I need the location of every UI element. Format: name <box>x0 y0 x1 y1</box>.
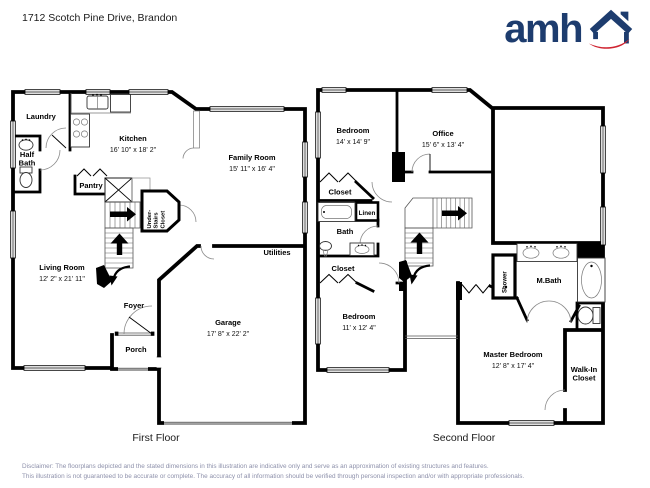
ff-doors <box>39 127 215 260</box>
shower-label: Shower <box>503 271 509 293</box>
utilities-label: Utilities <box>263 248 290 257</box>
office-dims: 15' 6" x 13' 4" <box>422 142 465 149</box>
family-room-slider <box>182 110 200 159</box>
mbath-label: M.Bath <box>537 276 562 285</box>
garage-door <box>164 420 292 426</box>
amh-logo-text: amh <box>504 7 583 51</box>
under-stairs-closet: Under-StairsCloset <box>140 189 181 233</box>
living-room-dims: 12' 2" x 21' 11" <box>39 276 85 283</box>
hall-ledge <box>405 335 458 339</box>
closet1-label: Closet <box>329 188 352 197</box>
sf-doors <box>359 153 572 411</box>
garage-side-door <box>156 356 162 369</box>
second-floor-caption: Second Floor <box>433 432 496 444</box>
family-room-label: Family Room <box>228 153 275 162</box>
wall-block <box>392 152 405 182</box>
sf-interior-walls <box>316 88 605 332</box>
bedroom2-dims: 11' x 12' 4" <box>342 325 376 332</box>
sf-stairs <box>399 197 473 285</box>
under-stairs-closet-label: Under-StairsCloset <box>147 210 166 229</box>
kitchen-label: Kitchen <box>119 134 147 143</box>
stair-wall <box>96 265 112 288</box>
bedroom1-dims: 14' x 14' 9" <box>336 139 370 146</box>
bath-fixtures <box>317 202 375 257</box>
property-address: 1712 Scotch Pine Drive, Brandon <box>22 12 178 24</box>
front-door <box>114 305 155 336</box>
toilet-tank <box>592 307 601 324</box>
wall-block <box>456 282 462 300</box>
amh-house-icon <box>588 9 633 49</box>
refrigerator <box>110 94 131 113</box>
stair-arrow-right <box>110 211 127 217</box>
ff-outer-walls <box>11 90 307 425</box>
porch-opening <box>118 366 148 372</box>
toilet-bowl <box>19 172 33 188</box>
kitchen-dims: 16' 10" x 18' 2" <box>110 147 157 154</box>
office-label: Office <box>432 129 453 138</box>
disclaimer-line1: Disclaimer: The floorplans depicted and … <box>22 463 489 471</box>
ff-interior-walls <box>11 90 107 196</box>
stair-wall <box>399 260 412 282</box>
amh-logo: amh <box>504 6 638 52</box>
pantry-label: Pantry <box>79 181 103 190</box>
vanity-sink <box>349 242 375 256</box>
master-dims: 12' 8" x 17' 4" <box>492 363 535 370</box>
garage-label: Garage <box>215 318 241 327</box>
garage-dims: 17' 8" x 22' 2" <box>207 331 250 338</box>
master-label: Master Bedroom <box>483 350 543 359</box>
range <box>70 113 90 148</box>
disclaimer-line2: This illustration is not guaranteed to b… <box>22 473 525 481</box>
closet2-label: Closet <box>332 264 355 273</box>
second-floor-plan: Shower Bedroom 14' x 14' 9" Office 15' 6… <box>315 87 606 444</box>
wall-block <box>399 283 406 291</box>
shower-stall: Shower <box>491 253 517 300</box>
bathtub <box>317 202 356 222</box>
stair-arrow-up <box>116 242 123 255</box>
linen-closet <box>354 201 380 222</box>
stair-arrow-right <box>442 210 458 216</box>
pedestal-sink <box>319 241 332 251</box>
closet1-bifold-doors <box>319 172 358 183</box>
disclaimer: Disclaimer: The floorplans depicted and … <box>22 462 640 482</box>
living-room-label: Living Room <box>39 263 85 272</box>
ff-windows <box>10 89 308 371</box>
bath-label: Bath <box>337 227 354 236</box>
first-floor-caption: First Floor <box>132 432 180 444</box>
stair-arrow-up <box>416 241 423 254</box>
master-entry-marks <box>461 284 491 294</box>
laundry-label: Laundry <box>26 112 56 121</box>
half-bath-fixtures <box>18 138 34 188</box>
foyer-label: Foyer <box>124 301 145 310</box>
ff-stairs <box>96 201 141 288</box>
bedroom2-label: Bedroom <box>343 312 376 321</box>
porch-label: Porch <box>125 345 147 354</box>
linen-label: Linen <box>359 210 376 217</box>
kitchen-counter <box>70 93 131 148</box>
double-vanity <box>516 243 578 262</box>
wall-block <box>577 242 603 258</box>
pantry-bifold-doors <box>76 168 108 177</box>
sf-windows <box>315 87 606 426</box>
toilet-bowl <box>577 306 594 325</box>
bedroom1-label: Bedroom <box>337 126 370 135</box>
sink <box>18 139 34 151</box>
closet2-bifold-doors <box>319 273 358 284</box>
mbath-fixtures <box>516 243 606 325</box>
family-room-dims: 15' 11" x 16' 4" <box>229 166 275 173</box>
stair-hatch-box <box>104 177 151 203</box>
